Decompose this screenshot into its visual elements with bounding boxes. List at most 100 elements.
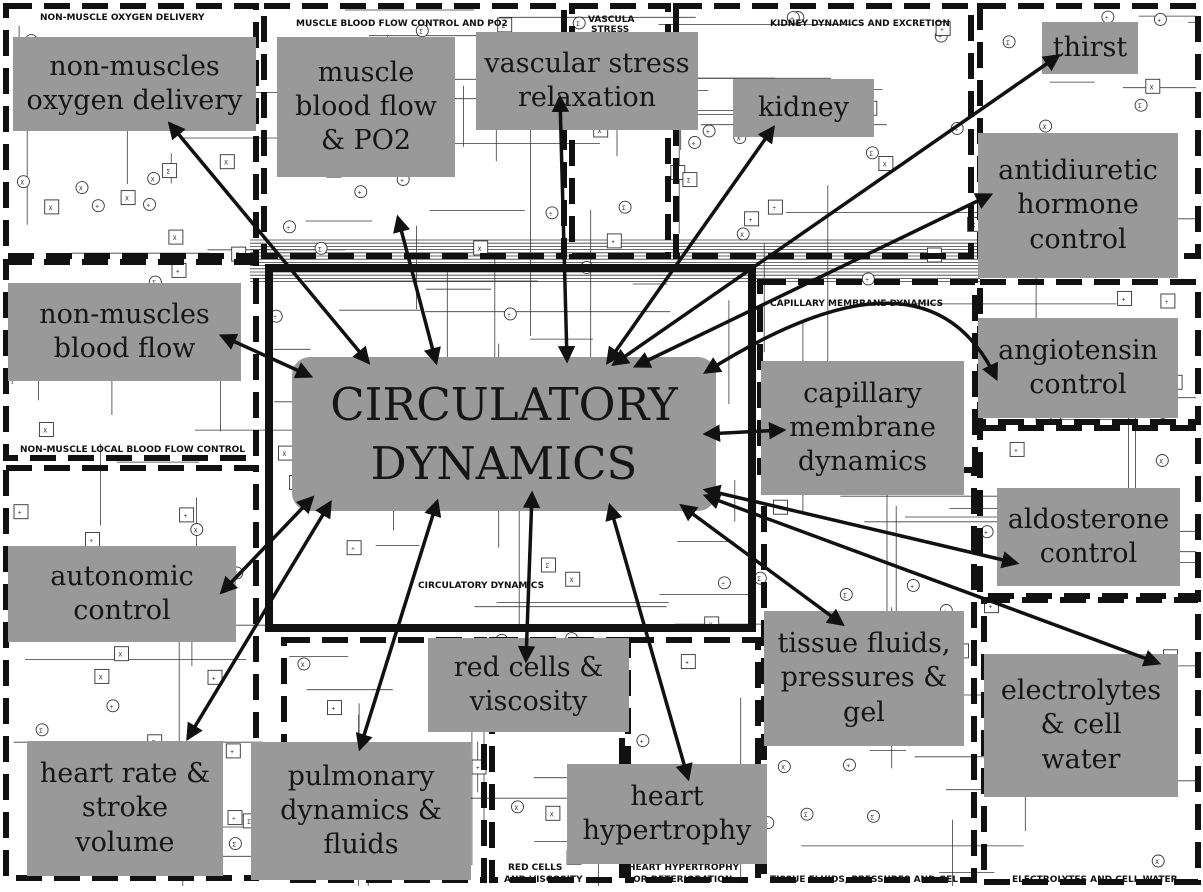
svg-text:+: + <box>778 505 782 512</box>
svg-text:Σ: Σ <box>419 29 423 36</box>
svg-text:+: + <box>1122 296 1126 303</box>
svg-text:X: X <box>20 180 24 187</box>
panel-title-electrolytes: ELECTROLYTES AND CELL WATER <box>1012 875 1178 885</box>
svg-text:X: X <box>883 162 887 169</box>
svg-text:X: X <box>79 186 83 193</box>
thirst-box: thirst <box>1042 22 1138 74</box>
tissue-fluids-pressures-gel-box: tissue fluids, pressures & gel <box>764 611 964 746</box>
heart-rate-stroke-volume-box: heart rate & stroke volume <box>27 741 223 876</box>
svg-text:+: + <box>212 675 216 682</box>
pulmonary-dynamics-fluids-box: pulmonary dynamics & fluids <box>251 742 471 880</box>
angiotensin-control-box: angiotensin control <box>978 318 1178 418</box>
svg-text:÷: ÷ <box>954 126 958 133</box>
svg-text:Σ: Σ <box>1006 40 1010 47</box>
svg-text:+: + <box>847 763 851 770</box>
svg-text:+: + <box>230 749 234 756</box>
red-cells-viscosity-box: red cells & viscosity <box>428 638 629 732</box>
svg-text:X: X <box>125 196 129 203</box>
svg-text:+: + <box>358 190 362 197</box>
svg-text:+: + <box>176 268 180 275</box>
svg-text:X: X <box>740 232 744 239</box>
muscle-blood-flow-po2-box: muscle blood flow & PO2 <box>277 37 455 177</box>
panel-title-circulatory: CIRCULATORY DYNAMICS <box>418 581 544 591</box>
svg-text:+: + <box>685 660 689 667</box>
svg-text:Σ: Σ <box>39 728 43 735</box>
panel-title-heart-hypertrophy: HEART HYPERTROPHY <box>628 863 740 873</box>
svg-text:÷: ÷ <box>147 202 151 209</box>
svg-text:÷: ÷ <box>287 225 291 232</box>
panel-title-vascular-stress: VASCULA <box>588 15 634 25</box>
svg-text:X: X <box>478 246 482 253</box>
svg-text:Σ: Σ <box>757 576 761 583</box>
svg-text:X: X <box>550 811 554 818</box>
svg-text:÷: ÷ <box>400 178 404 185</box>
svg-text:+: + <box>706 129 710 136</box>
svg-text:Σ: Σ <box>843 593 847 600</box>
panel-title-non-muscle-local: NON-MUSCLE LOCAL BLOOD FLOW CONTROL <box>20 445 245 455</box>
svg-text:+: + <box>1157 17 1161 24</box>
antidiuretic-hormone-control-box: antidiuretic hormone control <box>978 133 1178 278</box>
svg-text:Σ: Σ <box>869 151 873 158</box>
svg-text:÷: ÷ <box>351 546 355 553</box>
svg-text:Σ: Σ <box>546 563 550 570</box>
svg-text:X: X <box>173 235 177 242</box>
svg-text:X: X <box>515 805 519 812</box>
svg-text:÷: ÷ <box>507 312 511 319</box>
svg-text:X: X <box>1043 124 1047 131</box>
svg-text:+: + <box>332 706 336 713</box>
svg-text:+: + <box>95 204 99 211</box>
svg-text:X: X <box>49 205 53 212</box>
svg-text:X: X <box>43 428 47 435</box>
svg-text:Σ: Σ <box>622 205 626 212</box>
svg-text:X: X <box>99 674 103 681</box>
svg-text:Σ: Σ <box>232 842 236 849</box>
electrolytes-cell-water-box: electrolytes & cell water <box>984 654 1178 797</box>
panel-title-tissue-fluids: TISSUE FLUIDS, PRESSURES AND GEL <box>770 875 958 885</box>
svg-text:÷: ÷ <box>692 140 696 147</box>
svg-text:÷: ÷ <box>865 277 869 284</box>
svg-text:÷: ÷ <box>1165 299 1169 306</box>
svg-text:+: + <box>110 704 114 711</box>
svg-text:÷: ÷ <box>1014 447 1018 454</box>
panel-title-heart-hypertrophy-2: OR DETERIORATION <box>633 875 732 885</box>
svg-text:÷: ÷ <box>549 211 553 218</box>
panel-title-muscle-blood-flow: MUSCLE BLOOD FLOW CONTROL AND PO2 <box>296 19 508 29</box>
heart-hypertrophy-box: heart hypertrophy <box>567 764 767 864</box>
svg-text:X: X <box>709 622 713 629</box>
svg-text:+: + <box>989 604 993 611</box>
svg-text:X: X <box>301 662 305 669</box>
svg-text:Σ: Σ <box>318 246 322 253</box>
svg-text:Σ: Σ <box>871 814 875 821</box>
panel-title-red-cells-2: AND VISCOSITY <box>504 875 583 885</box>
panel-title-capillary: CAPILLARY MEMBRANE DYNAMICS <box>770 299 943 309</box>
svg-text:X: X <box>283 451 287 458</box>
svg-text:X: X <box>1150 84 1154 91</box>
circulatory-dynamics-node: CIRCULATORY DYNAMICS <box>292 357 716 511</box>
kidney-box: kidney <box>733 79 874 137</box>
svg-text:X: X <box>224 160 228 167</box>
autonomic-control-box: autonomic control <box>8 546 236 642</box>
svg-text:Σ: Σ <box>687 178 691 185</box>
svg-text:÷: ÷ <box>232 816 236 823</box>
svg-text:÷: ÷ <box>772 205 776 212</box>
aldosterone-control-box: aldosterone control <box>997 488 1180 586</box>
vascular-stress-relaxation-box: vascular stress relaxation <box>476 32 698 130</box>
svg-text:+: + <box>184 513 188 520</box>
non-muscles-blood-flow-box: non-muscles blood flow <box>8 283 241 381</box>
panel-title-kidney: KIDNEY DYNAMICS AND EXCRETION <box>770 19 950 29</box>
svg-text:+: + <box>584 266 588 273</box>
svg-text:X: X <box>119 652 123 659</box>
svg-text:X: X <box>151 176 155 183</box>
svg-text:+: + <box>18 510 22 517</box>
svg-text:X: X <box>194 528 198 535</box>
svg-text:+: + <box>749 217 753 224</box>
svg-text:Σ: Σ <box>804 812 808 819</box>
svg-text:Σ: Σ <box>576 21 580 28</box>
svg-text:X: X <box>1155 859 1159 866</box>
svg-text:Σ: Σ <box>1138 103 1142 110</box>
panel-title-non-muscle-oxygen: NON-MUSCLE OXYGEN DELIVERY <box>40 13 205 23</box>
svg-text:Σ: Σ <box>167 169 171 176</box>
svg-text:+: + <box>640 739 644 746</box>
svg-text:+: + <box>984 530 988 537</box>
